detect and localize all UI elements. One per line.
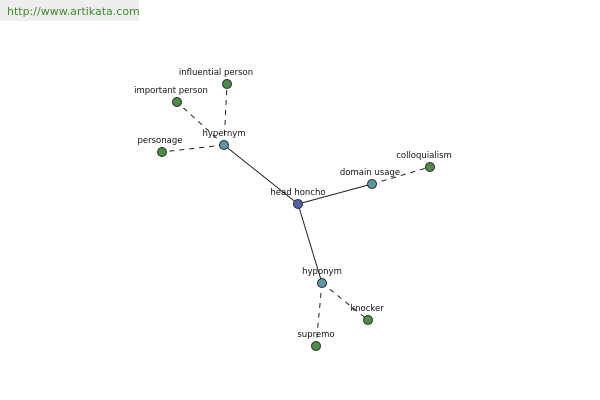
node-hypernym[interactable] <box>219 140 229 150</box>
source-url-banner[interactable]: http://www.artikata.com <box>0 0 140 21</box>
node-label-domain[interactable]: domain usage <box>340 168 400 178</box>
edge-domain-colloquialism <box>371 166 431 185</box>
node-personage[interactable] <box>157 147 167 157</box>
edge-hyponym-knocker <box>321 282 369 321</box>
node-label-personage[interactable]: personage <box>138 136 183 146</box>
node-label-important[interactable]: important person <box>134 86 208 96</box>
node-supremo[interactable] <box>311 341 321 351</box>
node-knocker[interactable] <box>363 315 373 325</box>
node-label-colloquialism[interactable]: colloquialism <box>396 151 452 161</box>
edge-head-hypernym <box>223 144 299 205</box>
node-label-supremo[interactable]: supremo <box>297 330 334 340</box>
node-influential[interactable] <box>222 79 232 89</box>
node-hyponym[interactable] <box>317 278 327 288</box>
nodes-layer <box>157 79 435 351</box>
node-head[interactable] <box>293 199 303 209</box>
edge-hypernym-influential <box>223 83 228 146</box>
edge-hyponym-supremo <box>315 282 323 347</box>
node-important[interactable] <box>172 97 182 107</box>
node-label-influential[interactable]: influential person <box>179 68 253 78</box>
edges-layer <box>161 83 431 347</box>
labels-layer: head honcho hypernym domain usage hyponym in… <box>134 68 452 340</box>
node-label-hypernym[interactable]: hypernym <box>202 129 245 139</box>
node-label-hyponym[interactable]: hyponym <box>302 267 342 277</box>
edge-hypernym-personage <box>161 144 225 153</box>
node-label-head[interactable]: head honcho <box>270 188 325 198</box>
edge-hypernym-important <box>176 101 225 146</box>
node-colloquialism[interactable] <box>425 162 435 172</box>
edge-head-domain <box>297 183 373 205</box>
node-label-knocker[interactable]: knocker <box>350 304 384 314</box>
node-domain[interactable] <box>367 179 377 189</box>
edge-head-hyponym <box>297 203 323 284</box>
